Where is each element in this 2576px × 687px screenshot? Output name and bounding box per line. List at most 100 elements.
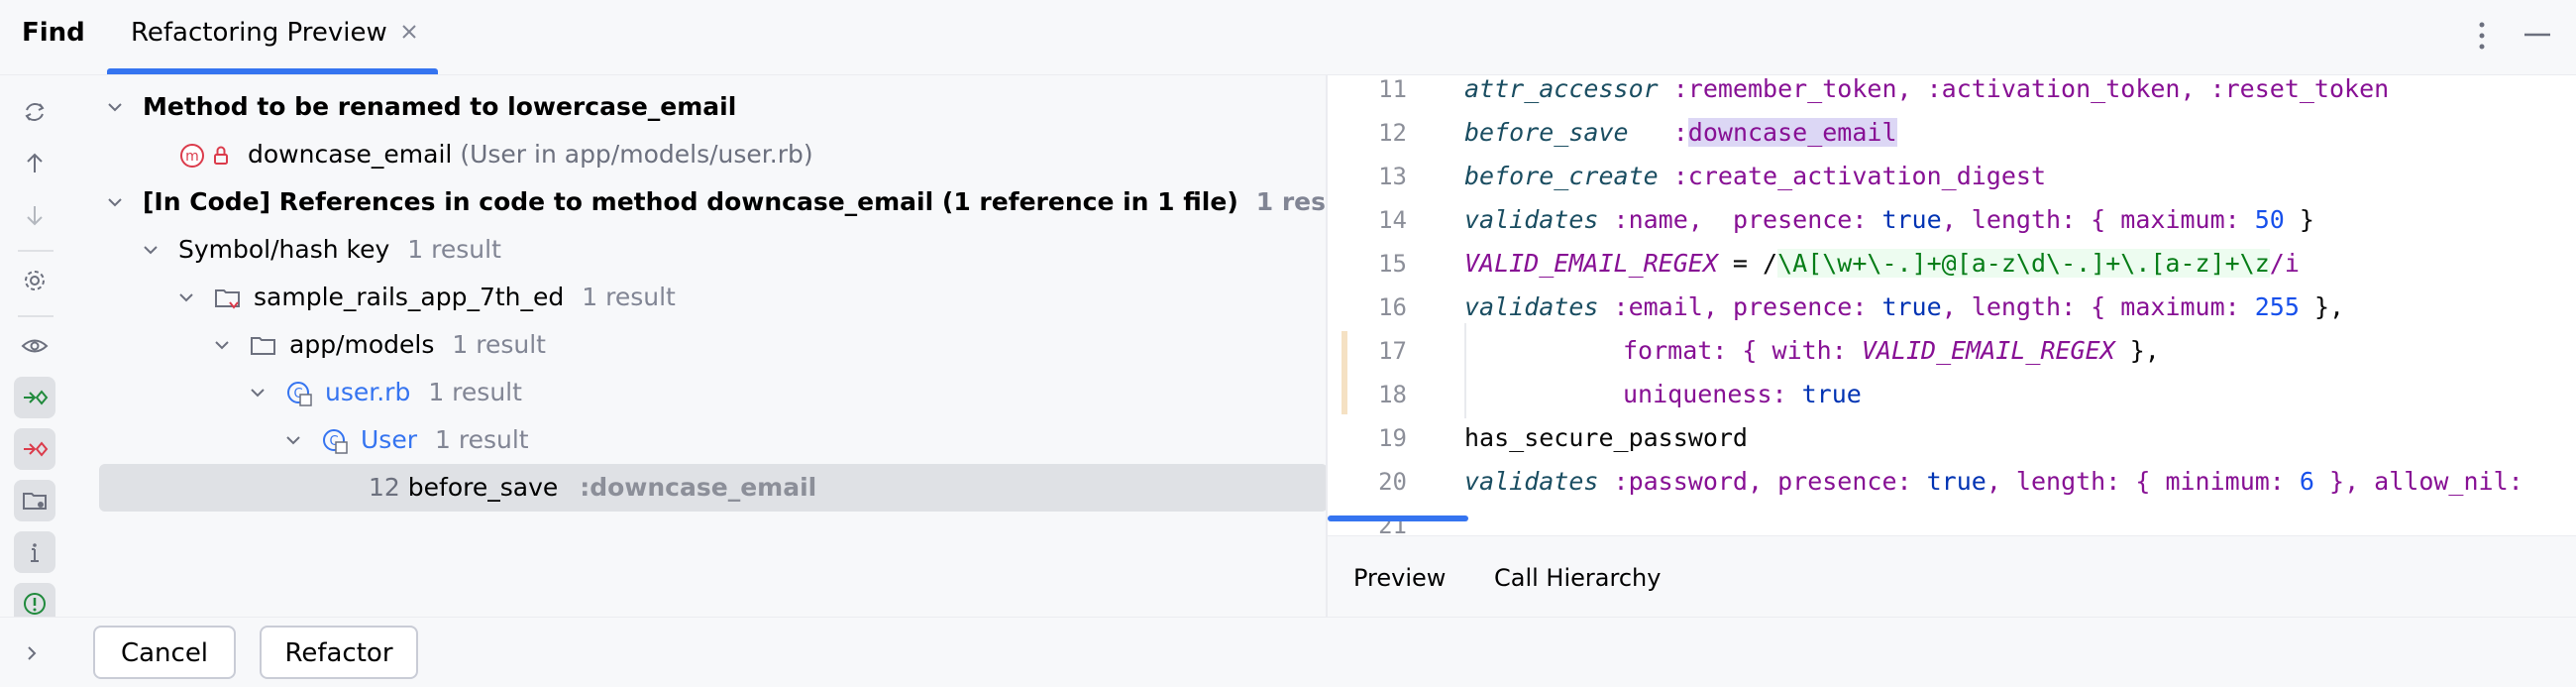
result-count: 1 result [452,330,546,359]
result-count: 1 result [434,425,529,454]
code-line: attr_accessor :remember_token, :activati… [1464,75,2390,103]
tree-node-label: Symbol/hash key [178,235,390,264]
svg-text:C: C [329,434,338,449]
folder-icon [251,337,275,355]
chevron-down-icon[interactable] [248,383,268,402]
toolbar-divider [18,315,54,317]
dialog-footer: Cancel Refactor [0,617,2576,687]
find-tool-window-title: Find [22,18,85,48]
show-read-access-button[interactable] [14,377,55,418]
refactor-button[interactable]: Refactor [260,626,418,679]
rerun-button[interactable] [14,91,55,133]
indent-guide [1464,323,1466,418]
line-number: 18 [1378,381,1407,408]
tree-node-label: app/models [289,330,435,359]
usage-code: before_save [407,473,559,502]
tree-node-class[interactable]: C User 1 result [73,416,1302,464]
tree-node-label: user.rb [325,378,411,406]
result-count: 1 result [407,235,501,264]
active-tab-indicator [107,68,438,74]
refresh-icon [25,103,45,121]
ruby-class-file-icon: C [287,382,312,406]
ruby-class-icon: C [323,429,348,454]
method-name: downcase_email [248,140,453,169]
chevron-right-icon[interactable] [22,643,42,663]
tree-node-file[interactable]: C user.rb 1 result [73,369,1302,416]
code-line: has_secure_password [1464,423,1748,452]
cancel-button[interactable]: Cancel [93,626,236,679]
code-line: validates :email, presence: true, length… [1464,292,2345,321]
code-line: validates :name, presence: true, length:… [1464,205,2314,234]
preview-toggle-button[interactable] [14,325,55,367]
tab-refactoring-preview[interactable]: Refactoring Preview [107,0,438,74]
line-number: 15 [1378,250,1407,278]
line-number: 12 [1378,119,1407,147]
toolbar-divider [18,250,54,252]
minimize-icon[interactable] [2521,20,2554,50]
method-icon: m [180,144,204,168]
line-number: 17 [1378,337,1407,365]
previous-occurrence-button[interactable] [14,143,55,184]
folder-group-icon [23,493,47,510]
preview-tab-bar: Preview Call Hierarchy [1328,535,2576,618]
splitter[interactable] [1326,75,1328,617]
line-number: 19 [1378,424,1407,452]
next-occurrence-button[interactable] [14,194,55,236]
horizontal-scrollbar[interactable] [1328,515,1468,521]
chevron-down-icon[interactable] [283,430,303,450]
code-line: format: { with: VALID_EMAIL_REGEX }, [1623,336,2160,365]
line-number: 14 [1378,206,1407,234]
line-number: 13 [1378,163,1407,190]
tree-node-directory[interactable]: app/models 1 result [73,321,1302,369]
chevron-down-icon[interactable] [141,240,161,260]
chevron-down-icon[interactable] [212,335,232,355]
tree-node-references[interactable]: [In Code] References in code to method d… [73,178,1363,226]
svg-text:m: m [185,149,199,165]
warning-circle-icon [24,593,46,615]
arrow-down-icon [27,206,43,226]
code-line: uniqueness: true [1623,380,1862,408]
tree-node-label: Method to be renamed to lowercase_email [143,92,737,121]
chevron-down-icon[interactable] [105,97,125,117]
code-line: VALID_EMAIL_REGEX = /\A[\w+\-.]+@[a-z\d\… [1464,249,2300,278]
group-by-directory-button[interactable] [14,480,55,521]
tab-preview[interactable]: Preview [1353,564,1447,592]
code-line: before_create :create_activation_digest [1464,162,2047,190]
gear-icon [25,271,45,290]
left-toolbar [0,75,73,625]
tree-node-symbol-hash-key[interactable]: Symbol/hash key 1 result [73,226,1302,274]
tree-node-usage[interactable]: 12 before_save :downcase_email [99,464,1328,512]
lock-icon [214,146,228,165]
eye-icon [21,339,49,353]
close-icon[interactable] [398,21,420,43]
chevron-down-icon[interactable] [176,287,196,307]
line-number: 11 [1378,75,1407,103]
svg-text:C: C [293,387,302,401]
line-number: 20 [1378,468,1407,496]
tree-node-method[interactable]: m downcase_email (User in app/models/use… [73,131,1302,178]
info-icon [31,543,39,562]
code-preview-editor[interactable]: 11 12 13 14 15 16 17 18 19 20 21 attr_ac… [1328,75,2576,535]
chevron-down-icon[interactable] [105,192,125,212]
change-marker [1342,331,1347,414]
line-number: 16 [1378,293,1407,321]
info-button[interactable] [14,531,55,573]
usage-tree: Method to be renamed to lowercase_email … [73,75,1363,617]
usage-highlight: :downcase_email [580,473,817,502]
highlighted-usage: downcase_email [1687,118,1897,147]
tree-node-method-renamed[interactable]: Method to be renamed to lowercase_email [73,83,1302,131]
tab-call-hierarchy[interactable]: Call Hierarchy [1494,564,1662,592]
more-options-icon[interactable] [2473,18,2491,54]
project-folder-icon [215,289,240,309]
result-count: 1 result [582,283,676,311]
method-location: (User in app/models/user.rb) [460,140,813,169]
settings-button[interactable] [14,260,55,301]
show-write-access-button[interactable] [14,428,55,470]
tab-label: Refactoring Preview [131,18,387,48]
usage-line-number: 12 [369,473,400,502]
result-count: 1 result [428,378,522,406]
read-access-icon [24,390,49,405]
code-line: validates :password, presence: true, len… [1464,467,2523,496]
tree-node-label: User [361,425,417,454]
